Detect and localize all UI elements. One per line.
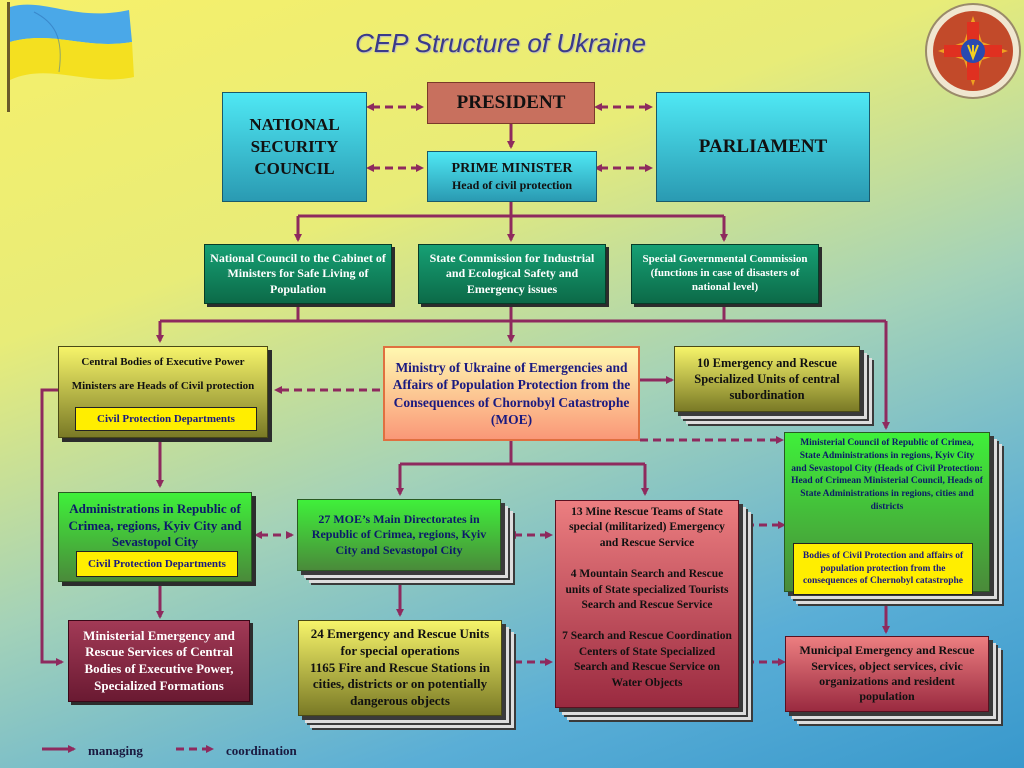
ukraine-flag-icon [4, 2, 134, 112]
rescue-units-24-label: 24 Emergency and Rescue Units for specia… [310, 626, 490, 659]
national-council-label: National Council to the Cabinet of Minis… [210, 250, 386, 296]
municipal-services-box: Municipal Emergency and Rescue Services,… [785, 636, 989, 712]
legend-coordination-label: coordination [226, 743, 297, 758]
page-title: CEP Structure of Ukraine [355, 28, 646, 58]
moe-box: Ministry of Ukraine of Emergencies and A… [383, 346, 640, 441]
parliament-label: PARLIAMENT [698, 135, 828, 157]
ministerial-emergency-label: Ministerial Emergency and Rescue Service… [83, 627, 235, 693]
state-commission-label: State Commission for Industrial and Ecol… [429, 250, 595, 296]
legend-managing-label: managing [88, 743, 143, 758]
central-bodies-sublabel: Ministers are Heads of Civil protection [71, 380, 255, 393]
state-rescue-services-box: 13 Mine Rescue Teams of State special (m… [555, 500, 739, 708]
president-box: PRESIDENT [427, 82, 595, 124]
municipal-services-label: Municipal Emergency and Rescue Services,… [799, 643, 975, 704]
administrations-dept-label: Civil Protection Departments [88, 558, 226, 570]
administrations-dept-badge: Civil Protection Departments [76, 551, 238, 577]
prime-minister-sublabel: Head of civil protection [451, 177, 573, 192]
mountain-rescue-label: 4 Mountain Search and Rescue units of St… [565, 568, 729, 612]
parliament-box: PARLIAMENT [656, 92, 870, 202]
president-label: PRESIDENT [456, 91, 566, 113]
bodies-civil-protection-badge: Bodies of Civil Protection and affairs o… [793, 543, 973, 595]
moe-label: Ministry of Ukraine of Emergencies and A… [392, 359, 631, 427]
bodies-civil-protection-label: Bodies of Civil Protection and affairs o… [802, 551, 964, 587]
water-rescue-label: 7 Search and Rescue Coordination Centers… [562, 630, 732, 689]
special-commission-box: Special Governmental Commission (functio… [631, 244, 819, 304]
national-security-council-label: NATIONAL SECURITY COUNCIL [249, 115, 340, 178]
special-commission-label: Special Governmental Commission (functio… [642, 253, 808, 293]
moe-directorates-label: 27 MOE’s Main Directorates in Republic o… [311, 511, 487, 557]
central-bodies-dept-badge: Civil Protection Departments [75, 407, 257, 431]
rescue-units-24-box: 24 Emergency and Rescue Units for specia… [298, 620, 502, 716]
central-bodies-dept-label: Civil Protection Departments [97, 413, 235, 425]
fire-stations-label: 1165 Fire and Rescue Stations in cities,… [310, 659, 490, 708]
national-security-council-box: NATIONAL SECURITY COUNCIL [222, 92, 367, 202]
moe-directorates-box: 27 MOE’s Main Directorates in Republic o… [297, 499, 501, 571]
prime-minister-box: PRIME MINISTER Head of civil protection [427, 151, 597, 202]
administrations-crimea-label: Administrations in Republic of Crimea, r… [68, 501, 242, 550]
ministerial-council-crimea-label: Ministerial Council of Republic of Crime… [791, 438, 983, 513]
rescue-units-central-label: 10 Emergency and Rescue Specialized Unit… [694, 356, 840, 402]
state-commission-box: State Commission for Industrial and Ecol… [418, 244, 606, 304]
prime-minister-label: PRIME MINISTER [451, 160, 573, 176]
ministerial-emergency-box: Ministerial Emergency and Rescue Service… [68, 620, 250, 702]
national-council-box: National Council to the Cabinet of Minis… [204, 244, 392, 304]
rescue-units-central-box: 10 Emergency and Rescue Specialized Unit… [674, 346, 860, 412]
emergency-service-emblem-icon [924, 2, 1022, 100]
mine-rescue-label: 13 Mine Rescue Teams of State special (m… [569, 506, 725, 549]
central-bodies-label: Central Bodies of Executive Power [81, 356, 245, 368]
